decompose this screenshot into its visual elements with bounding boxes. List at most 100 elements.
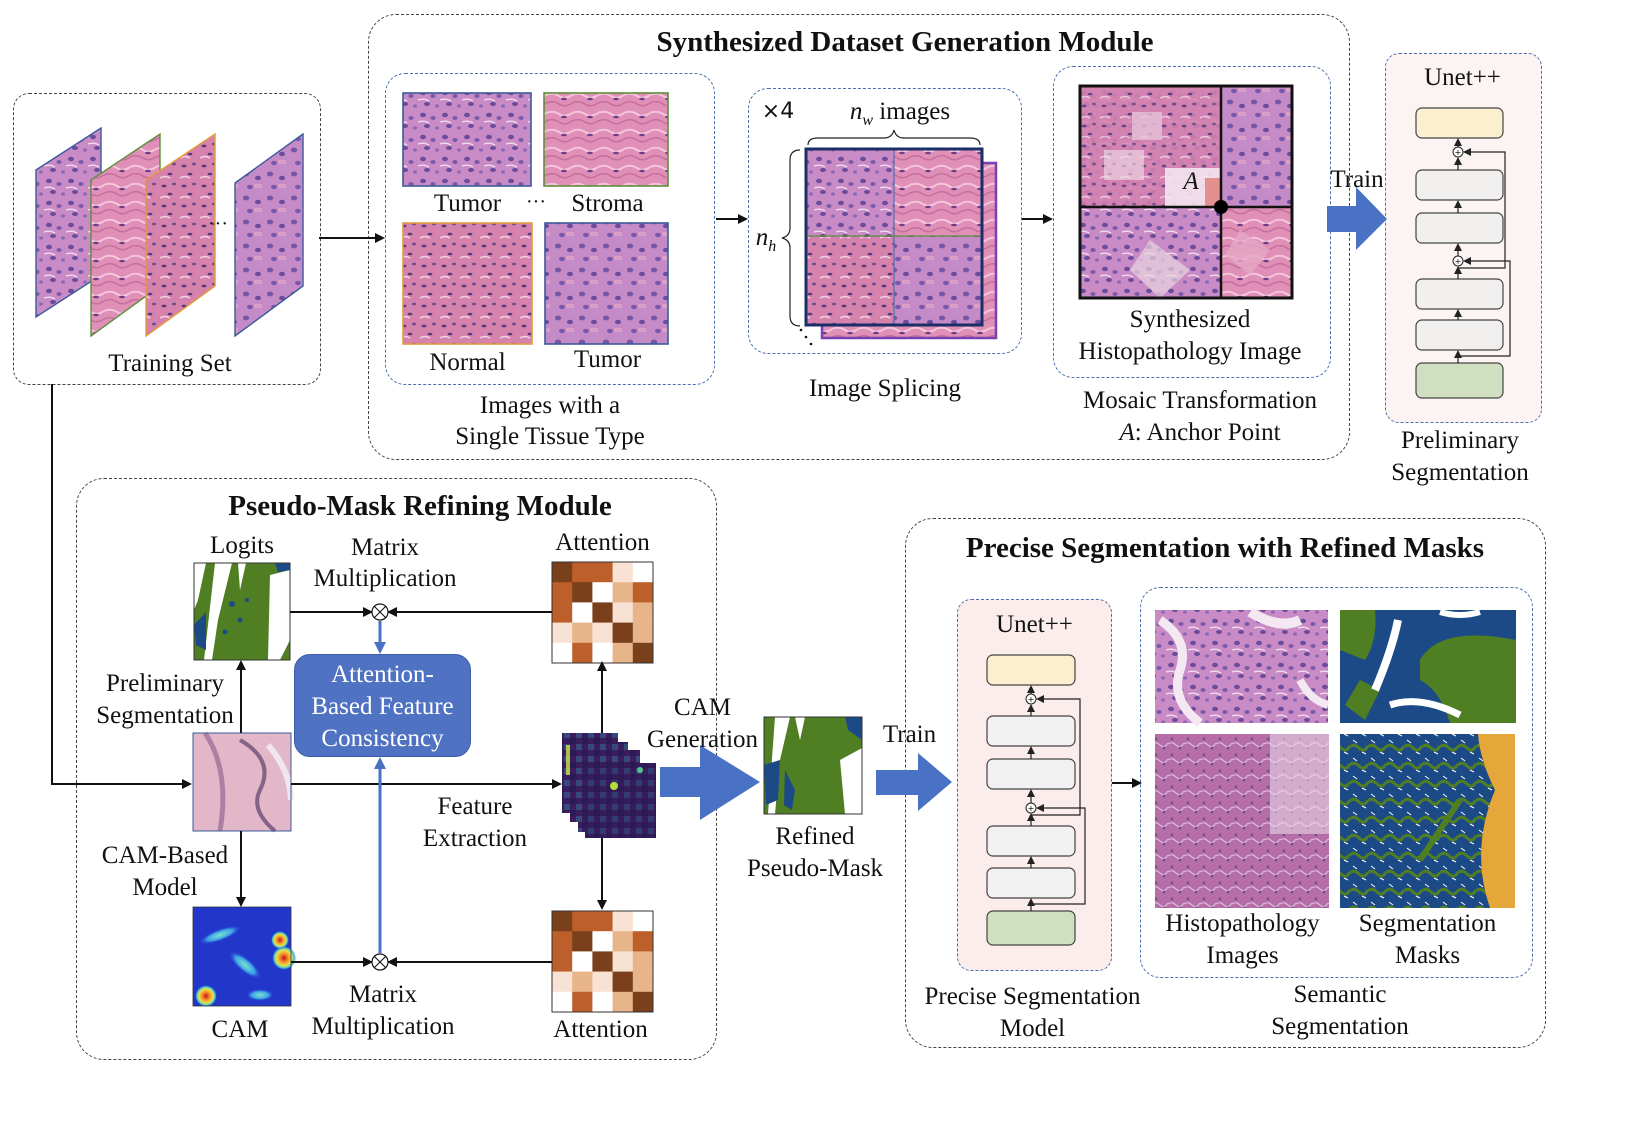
precise-module-title: Precise Segmentation with Refined Masks (965, 532, 1485, 564)
nw-text: images (873, 98, 951, 125)
nh-label: nh (748, 222, 784, 263)
training-set-label: Training Set (108, 350, 232, 377)
attention-cell (612, 602, 634, 623)
attention-cell (552, 642, 573, 664)
training-slides (35, 126, 304, 338)
attention-matrix-top (551, 561, 654, 664)
attention-cell (552, 991, 573, 1013)
attention-cell (612, 971, 634, 993)
mosaic-inner-caption-2: Histopathology Image (1078, 338, 1302, 365)
nw-images-label: nw images (830, 96, 970, 137)
matmul-top-icon (371, 603, 389, 621)
attention-cell (612, 642, 634, 664)
precise-unet-title: Unet++ (996, 611, 1073, 638)
synth-module-title: Synthesized Dataset Generation Module (656, 26, 1154, 58)
feature-maps (562, 733, 656, 838)
single-tissue-caption-2: Single Tissue Type (455, 423, 645, 450)
semantic-seg-label-2: Segmentation (1271, 1013, 1409, 1040)
prelim-seg-label-2: Segmentation (96, 702, 234, 729)
tile-label-tumor-1: Tumor (433, 190, 502, 217)
attention-cell (612, 951, 634, 972)
cam-generation-label-2: Generation (646, 726, 759, 753)
attention-cell (552, 622, 573, 644)
tissue-tile-normal (402, 222, 533, 345)
cam-label: CAM (211, 1016, 269, 1043)
attention-cell (592, 911, 613, 932)
attention-cell (592, 562, 613, 583)
matmul-bottom-icon (371, 953, 389, 971)
nh-sub: h (768, 238, 777, 255)
svg-text:+: + (1028, 804, 1035, 813)
prelim-caption-1: Preliminary (1400, 427, 1520, 454)
attention-cell (632, 971, 654, 993)
afc-box: Attention- Based Feature Consistency (294, 654, 471, 757)
spliced-tile-stroma (894, 150, 981, 236)
logits-label: Logits (210, 532, 274, 559)
attention-cell (552, 971, 573, 993)
nh-var: n (755, 224, 769, 251)
attention-cell (552, 911, 573, 932)
afc-line-3: Consistency (321, 725, 444, 752)
training-ellipsis: ··· (208, 213, 228, 235)
cam-model-label-1: CAM-Based (101, 842, 229, 869)
feature-extraction-label-2: Extraction (422, 825, 528, 852)
anchor-label: A (1183, 168, 1199, 195)
attention-bottom-label: Attention (553, 1016, 648, 1043)
unet-prelim-diagram: + + (1415, 107, 1511, 399)
tile-ellipsis: ··· (526, 191, 546, 213)
attention-cell (572, 602, 593, 623)
attention-cell (632, 951, 654, 972)
attention-cell (632, 642, 654, 664)
attention-cell (552, 582, 573, 603)
attention-cell (612, 562, 634, 583)
nw-brace (807, 129, 981, 146)
attention-cell (632, 602, 654, 623)
matmul-top-label-2: Multiplication (313, 565, 457, 592)
cam-generation-label-1: CAM (674, 694, 731, 721)
nw-var: n (849, 98, 863, 125)
attention-cell (632, 562, 654, 583)
pseudo-module-title: Pseudo-Mask Refining Module (228, 490, 612, 522)
image-splicing-caption: Image Splicing (808, 375, 962, 402)
seg-masks-label-2: Masks (1394, 942, 1461, 969)
attention-cell (552, 951, 573, 972)
matmul-top-label-1: Matrix (350, 534, 420, 561)
attention-matrix-bottom (551, 910, 654, 1013)
attention-cell (572, 931, 593, 952)
cam-generation-arrow (660, 745, 760, 820)
spliced-stack (781, 129, 998, 346)
attention-cell (612, 622, 634, 644)
attention-cell (572, 622, 593, 644)
attention-cell (632, 911, 654, 932)
train-arrow-prelim (1327, 187, 1387, 250)
precise-model-caption-1: Precise Segmentation (924, 983, 1141, 1010)
histopathology-image-2 (1155, 734, 1329, 908)
image-splicing-box (748, 88, 1022, 354)
prelim-train-label: Train (1330, 166, 1384, 193)
spliced-tile-tumor (894, 237, 981, 324)
nw-sub: w (862, 112, 874, 129)
attention-cell (572, 971, 593, 993)
prelim-caption-2: Segmentation (1391, 459, 1529, 486)
tissue-tile-stroma (543, 92, 669, 187)
refined-label-1: Refined (775, 823, 855, 850)
attention-cell (592, 582, 613, 603)
arrow-training-to-input (51, 384, 192, 789)
tissue-tile-tumor-1 (402, 92, 532, 187)
single-tissue-box (385, 73, 715, 385)
prelim-unet-title: Unet++ (1424, 64, 1501, 91)
afc-line-2: Based Feature (311, 693, 454, 720)
attention-cell (572, 562, 593, 583)
attention-cell (632, 582, 654, 603)
svg-text:+: + (1028, 695, 1035, 704)
attention-cell (592, 602, 613, 623)
nh-brace (781, 149, 801, 327)
attention-cell (612, 911, 634, 932)
attention-cell (612, 931, 634, 952)
matmul-bottom-label-1: Matrix (348, 981, 418, 1008)
attention-cell (612, 582, 634, 603)
segmentation-mask-1 (1340, 609, 1516, 723)
prelim-seg-label-1: Preliminary (105, 670, 225, 697)
attention-cell (632, 931, 654, 952)
